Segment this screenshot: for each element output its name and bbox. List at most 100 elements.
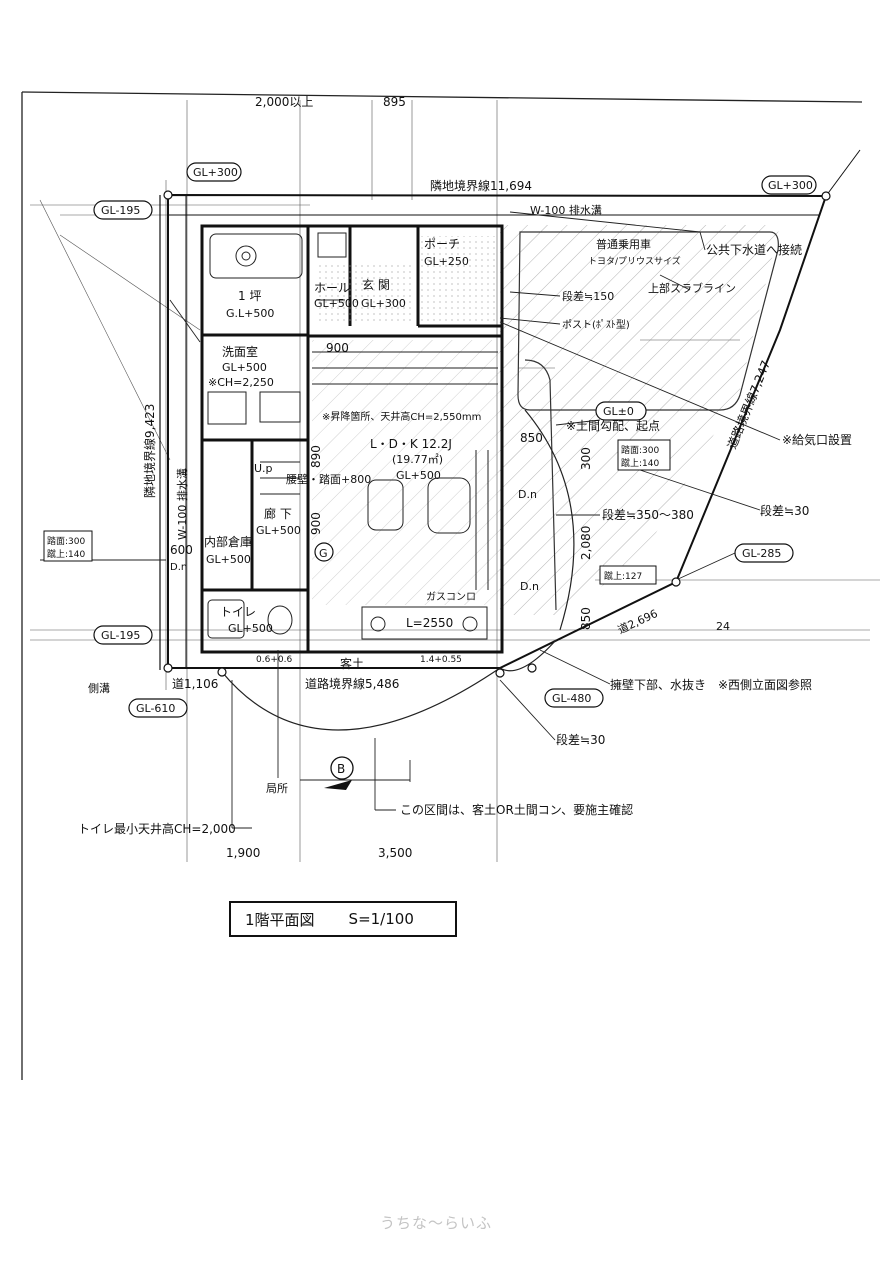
road-small-2: 道2,696 — [615, 606, 659, 637]
dim-small-1: 0.6+0.6 — [256, 655, 292, 665]
gl-tag-label: GL±0 — [603, 405, 634, 418]
gl-tag-300-left: GL+300 — [186, 162, 242, 182]
corridor-name: 廊 下 — [264, 506, 292, 521]
drawing-scale: S=1/100 — [348, 910, 414, 928]
upper-slab: 上部スラブライン — [648, 281, 736, 295]
down-label-3: D.n — [170, 562, 187, 573]
dim-890: 890 — [309, 445, 323, 468]
dim-600: 600 — [170, 543, 193, 557]
ldk-gl: GL+500 — [396, 469, 441, 482]
gl-tag-label: GL+300 — [768, 179, 813, 192]
storage-gl: GL+500 — [206, 553, 251, 566]
wash-name: 洗面室 — [222, 344, 258, 359]
step-box-left: 踏面:300 蹴上:140 — [43, 530, 93, 562]
dim-top-right: 895 — [383, 95, 406, 109]
marker-letter: B — [337, 762, 345, 776]
neighbor-boundary-top: 隣地境界線11,694 — [430, 178, 532, 193]
gl-tag-195-bottom: GL-195 — [93, 625, 153, 645]
notes: W-100 排水溝 W-100 排水溝 公共下水道へ接続 普通乗用車 トヨタ/プ… — [88, 203, 852, 817]
wash-gl: GL+500 — [222, 361, 267, 374]
dim-top-left: 2,000以上 — [255, 95, 313, 109]
step-350: 段差≒350〜380 — [602, 507, 694, 522]
gl-tag-195-top: GL-195 — [93, 200, 153, 220]
neighbor-boundary-left: 隣地境界線9,423 — [142, 404, 157, 498]
drawing-title-box: 1階平面図 S=1/100 — [229, 901, 457, 937]
gl-tag-285: GL-285 — [734, 543, 794, 563]
dim-900-hall: 900 — [326, 341, 349, 355]
hall-gl: GL+500 — [314, 297, 359, 310]
grid-marker-g: G — [314, 542, 334, 562]
gas-stove: ガスコンロ — [426, 591, 476, 603]
bath-name: 1 坪 — [238, 289, 261, 303]
section-note: この区間は、客土OR土間コン、要施主確認 — [400, 802, 633, 817]
dim-850-low: 850 — [579, 607, 593, 630]
parking-outline — [517, 231, 779, 611]
gl-tag-610: GL-610 — [128, 698, 188, 718]
room-labels: 1 坪 G.L+500 洗面室 GL+500 ※CH=2,250 ホール GL+… — [170, 237, 539, 671]
gutter-label: 側溝 — [88, 682, 110, 695]
step-box-127: 蹴上:127 — [599, 565, 657, 585]
kyosho-label: 局所 — [266, 782, 288, 795]
corridor-gl: GL+500 — [256, 524, 301, 537]
car-note: 普通乗用車 — [596, 237, 651, 251]
dim-bottom-right: 3,500 — [378, 846, 412, 860]
porch-gl: GL+250 — [424, 255, 469, 268]
door-swing-arcs — [221, 409, 575, 731]
gl-tag-480: GL-480 — [544, 688, 604, 708]
post-note: ポスト(ﾎﾟｽﾄ型) — [562, 318, 630, 331]
bath-gl: G.L+500 — [226, 307, 274, 320]
drain-left: W-100 排水溝 — [175, 468, 189, 540]
step-30-right: 段差≒30 — [760, 503, 809, 518]
toilet-name: トイレ — [220, 605, 256, 619]
dim-900-corridor: 900 — [309, 512, 323, 535]
air-inlet-note: ※給気口設置 — [782, 432, 852, 447]
dim-300: 300 — [579, 447, 593, 470]
building-walls — [200, 224, 504, 654]
interior-details — [207, 232, 498, 640]
step-rise: 蹴上:127 — [604, 570, 642, 582]
down-label-1: D.n — [518, 488, 537, 501]
step-tread: 踏面:300 — [621, 444, 659, 456]
dimension-labels: 2,000以上 895 1,900 3,500 850 300 2,080 85… — [78, 95, 593, 860]
section-marker-b: B — [324, 756, 354, 790]
gl-tag-label: GL+300 — [193, 166, 238, 179]
gl-tag-label: GL-285 — [742, 547, 781, 560]
slope-note: ※土間勾配、起点 — [566, 419, 660, 433]
porch-stipple — [420, 236, 498, 322]
step-rise: 蹴上:140 — [47, 548, 85, 560]
gl-tag-0: GL±0 — [595, 401, 647, 421]
gl-tag-label: GL-195 — [101, 204, 140, 217]
porch-name: ポーチ — [424, 237, 460, 251]
scan-frame — [21, 91, 863, 1080]
ldk-name: L・D・K 12.2J — [370, 437, 452, 451]
toilet-gl: GL+500 — [228, 622, 273, 635]
drawing-title: 1階平面図 — [245, 910, 315, 929]
step-box-right: 踏面:300 蹴上:140 — [617, 439, 671, 471]
gl-tag-label: GL-480 — [552, 692, 591, 705]
step-150: 段差≒150 — [562, 289, 614, 303]
step-tread: 踏面:300 — [47, 535, 85, 547]
dim-small-2: 1.4+0.55 — [420, 655, 462, 665]
dim-2080: 2,080 — [579, 526, 593, 560]
watermark-logo: うちな〜らいふ — [380, 1214, 493, 1232]
dim-bottom-left: 1,900 — [226, 846, 260, 860]
step-30-bottom: 段差≒30 — [556, 732, 605, 747]
sewer-note: 公共下水道へ接続 — [706, 242, 802, 257]
boundary-pins — [163, 190, 831, 678]
up-label: U.p — [254, 462, 273, 475]
hall-name: ホール — [314, 281, 350, 295]
down-label-2: D.n — [520, 580, 539, 593]
car-model: トヨタ/プリウスサイズ — [588, 255, 681, 267]
drain-top: W-100 排水溝 — [530, 203, 602, 217]
entrance-stipple — [318, 262, 414, 322]
toilet-ceiling-note: トイレ最小天井高CH=2,000 — [78, 821, 236, 836]
arrow-24: 24 — [716, 620, 730, 633]
stair-note: ※昇降箇所、天井高CH=2,550mm — [322, 410, 481, 423]
wash-ch: ※CH=2,250 — [208, 376, 274, 389]
kitchen-length: L=2550 — [406, 616, 453, 630]
gl-tag-300-right: GL+300 — [761, 175, 817, 195]
leader-lines — [40, 211, 781, 829]
entrance-name: 玄 関 — [362, 277, 390, 292]
retaining-note: 擁壁下部、水抜き ※西側立面図参照 — [610, 677, 812, 692]
